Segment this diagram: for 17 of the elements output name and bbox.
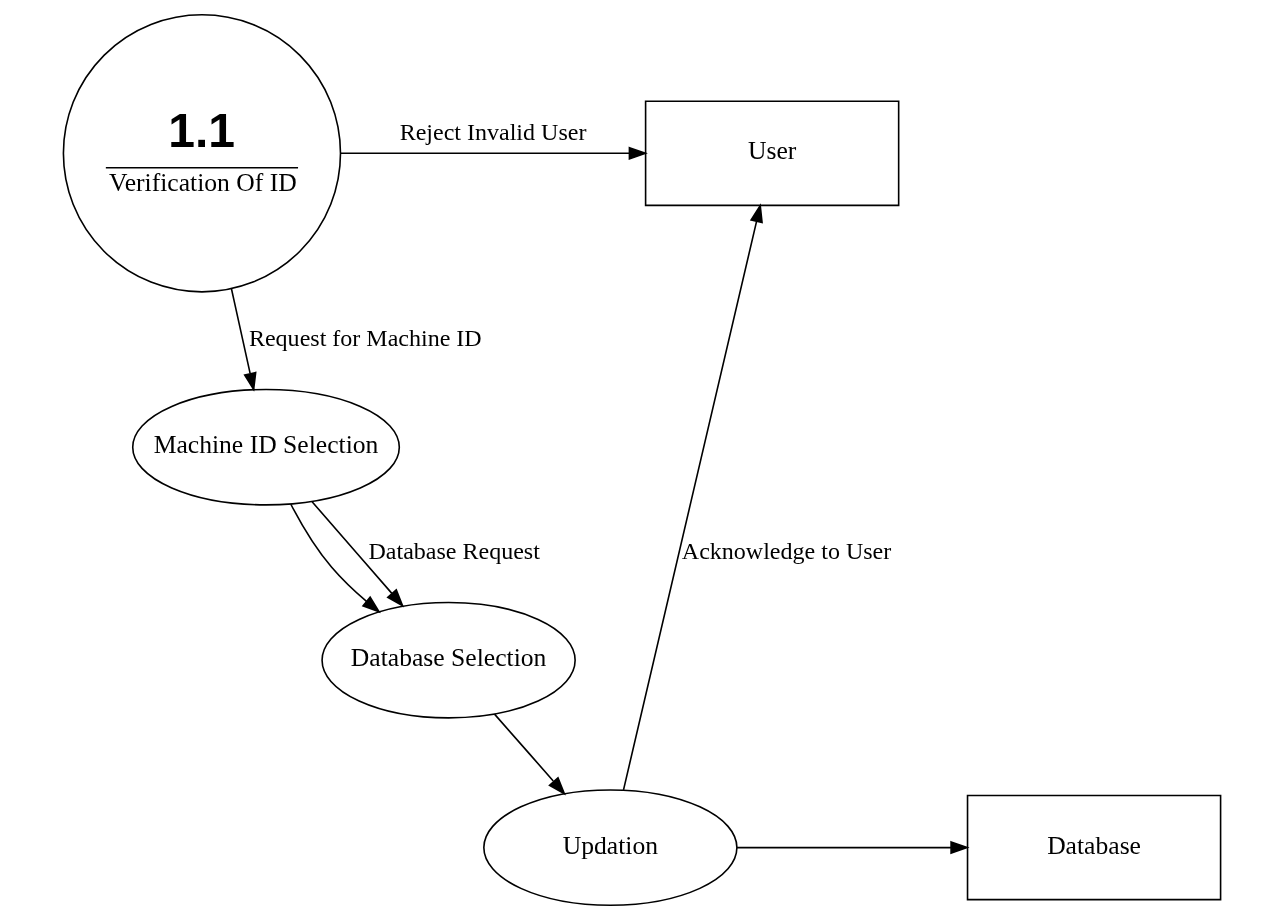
arrow [230,287,257,392]
edge-label: Database Request [368,538,540,565]
node-box: User [644,100,899,207]
arrow [339,146,648,160]
node-ellipse: Database Selection [320,601,576,719]
arrow [735,840,970,855]
node-ellipse: Updation [482,789,738,907]
edge-label: Reject Invalid User [399,119,586,146]
arrow [622,203,763,791]
node-circle: 1.1 Verification Of ID [62,13,341,293]
node-box: Database [966,794,1221,901]
arrow [493,713,566,796]
arrow [310,500,404,608]
arrow [289,503,381,614]
node-ellipse: Machine ID Selection [131,388,400,506]
edge-label: Request for Machine ID [248,325,482,352]
edge-label: Acknowledge to User [681,538,891,565]
